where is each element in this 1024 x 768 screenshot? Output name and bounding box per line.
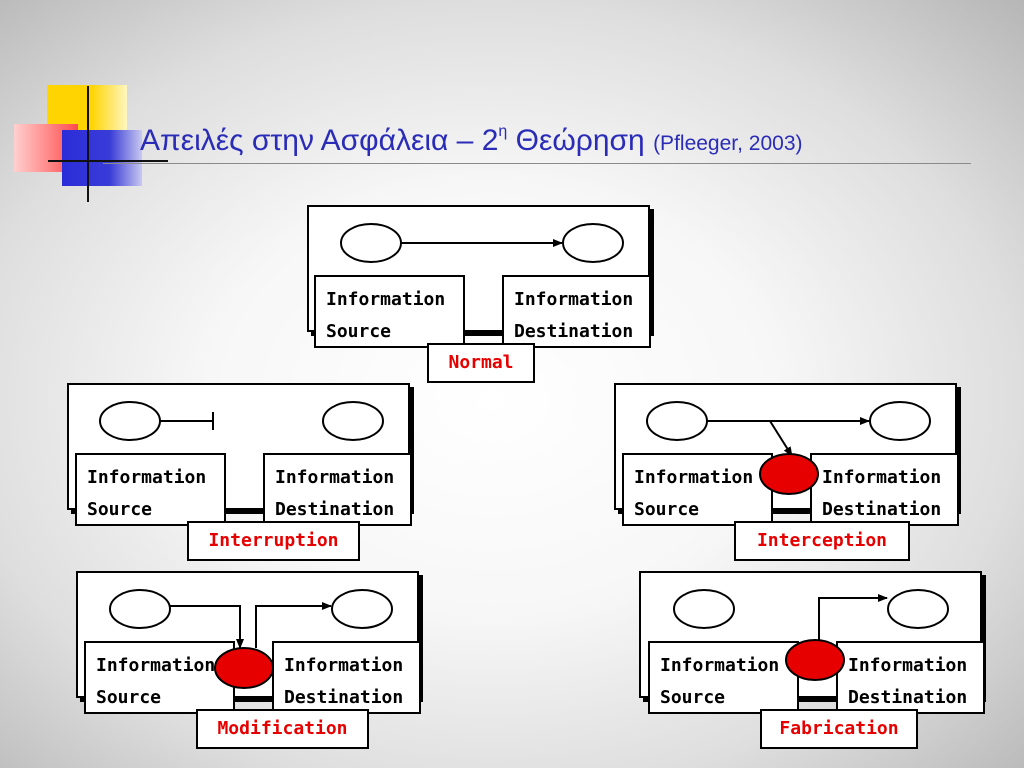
label-interruption: Interruption — [187, 521, 360, 561]
source-node — [673, 589, 735, 629]
destination-node — [887, 589, 949, 629]
source-node — [340, 223, 402, 263]
source-node — [99, 401, 161, 441]
destination-node — [322, 401, 384, 441]
page-title: Απειλές στην Ασφάλεια – 2η Θεώρηση (Pfle… — [140, 123, 803, 157]
label-fabrication: Fabrication — [760, 709, 918, 749]
destination-node — [331, 589, 393, 629]
deco-horizontal-line — [48, 160, 168, 162]
deco-vertical-line — [87, 86, 89, 202]
fabricated-flow — [818, 594, 888, 641]
deco-blue-square — [62, 130, 142, 186]
citation: (Pfleeger, 2003) — [653, 132, 803, 155]
label-modification: Modification — [196, 709, 369, 749]
attacker-node — [214, 647, 274, 689]
attacker-node — [785, 639, 845, 681]
label-normal: Normal — [427, 343, 535, 383]
attacker-node — [759, 453, 819, 495]
title-divider — [103, 163, 971, 164]
label-interception: Interception — [734, 521, 910, 561]
flow-from-attacker — [255, 602, 332, 648]
flow-to-attacker — [170, 605, 244, 649]
source-node — [646, 401, 708, 441]
destination-node — [562, 223, 624, 263]
interception-tap — [769, 420, 793, 457]
destination-node — [869, 401, 931, 441]
source-node — [109, 589, 171, 629]
